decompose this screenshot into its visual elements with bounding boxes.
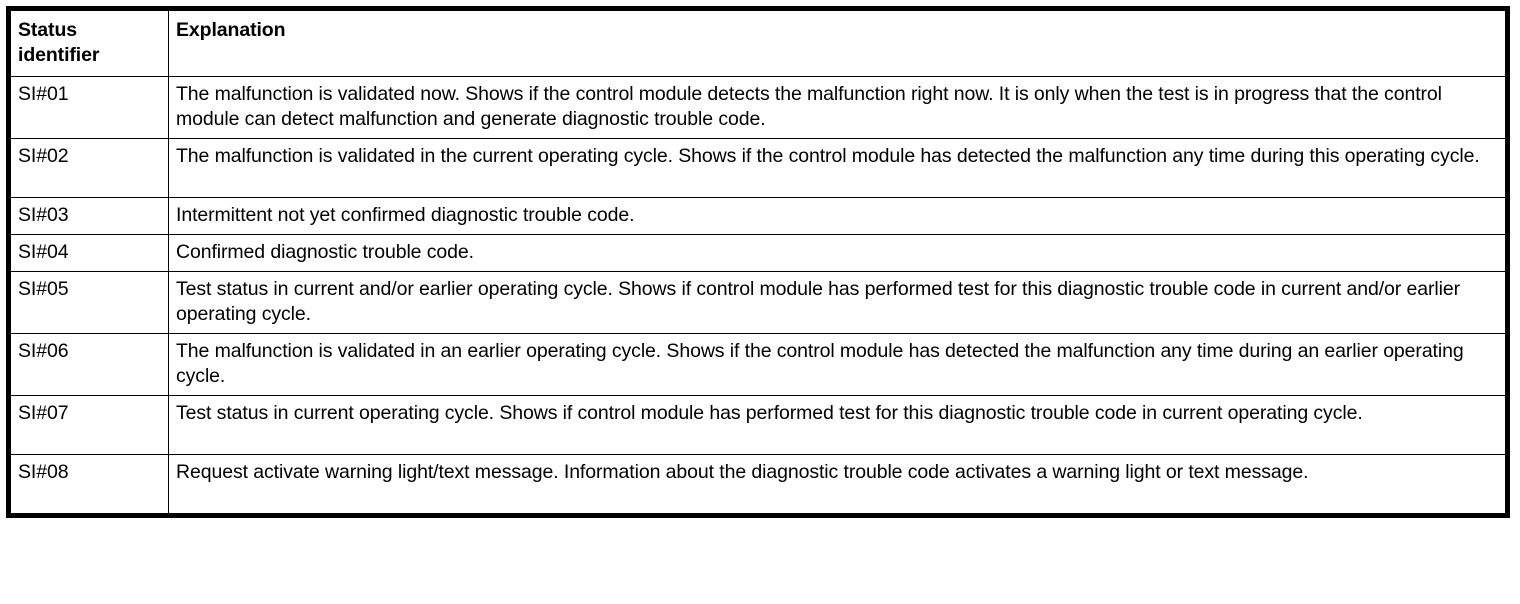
cell-explanation: Request activate warning light/text mess… <box>168 454 1508 516</box>
table-row: SI#02 The malfunction is validated in th… <box>8 138 1508 198</box>
column-header-explanation: Explanation <box>168 8 1508 77</box>
table-row: SI#08 Request activate warning light/tex… <box>8 454 1508 516</box>
column-header-status-identifier: Status identifier <box>8 8 169 77</box>
cell-status-identifier: SI#06 <box>8 333 169 396</box>
cell-explanation: Intermittent not yet confirmed diagnosti… <box>168 197 1508 235</box>
cell-status-identifier: SI#04 <box>8 234 169 272</box>
table-row: SI#06 The malfunction is validated in an… <box>8 333 1508 396</box>
column-header-status-identifier-line1: Status <box>18 19 77 41</box>
table-body: SI#01 The malfunction is validated now. … <box>8 76 1508 516</box>
cell-status-identifier: SI#07 <box>8 395 169 455</box>
table-header: Status identifier Explanation <box>8 8 1508 77</box>
table-row: SI#05 Test status in current and/or earl… <box>8 271 1508 334</box>
table-header-row: Status identifier Explanation <box>8 8 1508 77</box>
cell-status-identifier: SI#03 <box>8 197 169 235</box>
cell-status-identifier: SI#02 <box>8 138 169 198</box>
column-header-status-identifier-line2: identifier <box>18 44 100 66</box>
cell-explanation: Test status in current and/or earlier op… <box>168 271 1508 334</box>
status-identifier-table: Status identifier Explanation SI#01 The … <box>6 6 1510 518</box>
cell-explanation: Test status in current operating cycle. … <box>168 395 1508 455</box>
cell-status-identifier: SI#01 <box>8 76 169 139</box>
table-row: SI#07 Test status in current operating c… <box>8 395 1508 455</box>
cell-explanation: The malfunction is validated in the curr… <box>168 138 1508 198</box>
cell-explanation: Confirmed diagnostic trouble code. <box>168 234 1508 272</box>
cell-status-identifier: SI#05 <box>8 271 169 334</box>
table-row: SI#04 Confirmed diagnostic trouble code. <box>8 234 1508 272</box>
cell-explanation: The malfunction is validated now. Shows … <box>168 76 1508 139</box>
cell-explanation: The malfunction is validated in an earli… <box>168 333 1508 396</box>
cell-status-identifier: SI#08 <box>8 454 169 516</box>
table-row: SI#03 Intermittent not yet confirmed dia… <box>8 197 1508 235</box>
table-row: SI#01 The malfunction is validated now. … <box>8 76 1508 139</box>
